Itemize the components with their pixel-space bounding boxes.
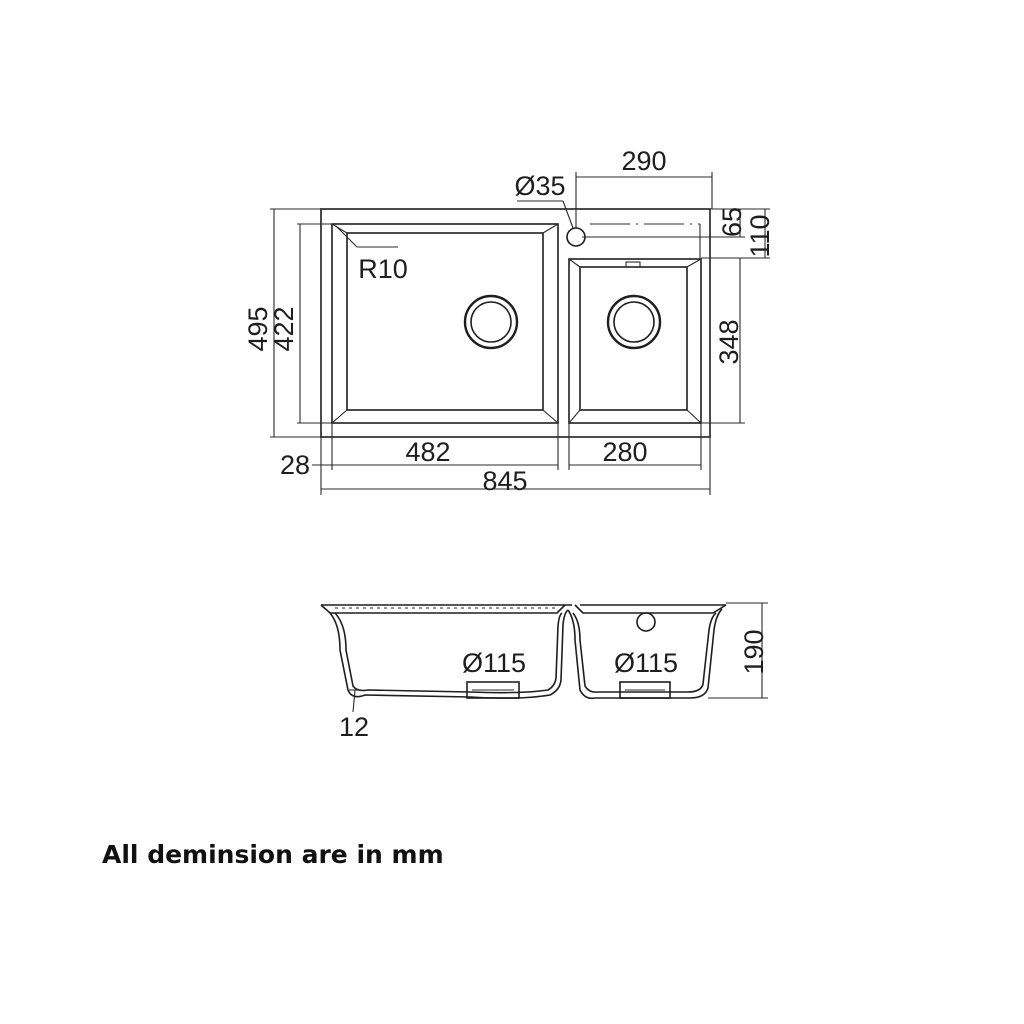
dim-overall-depth: 495	[243, 306, 273, 351]
small-bowl-drain-icon	[606, 294, 662, 350]
dim-tap-hole-offset-b: 110	[745, 214, 775, 257]
dim-small-bowl-width: 280	[602, 437, 647, 467]
small-bowl	[568, 258, 702, 424]
dim-right-section-width: 290	[621, 146, 666, 176]
large-bowl-section	[329, 609, 569, 699]
dim-height: 190	[739, 629, 769, 674]
dim-tap-hole-diameter: Ø35	[514, 171, 565, 201]
dim-large-bowl-width: 482	[405, 437, 450, 467]
dim-drain-large: Ø115	[462, 648, 526, 678]
top-view: 845 482 280 28 290 Ø35 R10 495 422 348 6…	[243, 146, 775, 496]
large-bowl	[331, 223, 559, 424]
dim-small-bowl-depth: 348	[714, 319, 744, 364]
side-view: Ø115 Ø115 12 190	[320, 602, 769, 742]
dim-overall-width: 845	[482, 466, 527, 496]
side-tap-hole-icon	[636, 612, 656, 632]
dim-wall-thickness: 12	[339, 712, 369, 742]
sink-outline	[320, 208, 711, 438]
dim-inner-depth: 422	[269, 306, 299, 351]
dim-drain-small: Ø115	[614, 648, 678, 678]
small-drain-section	[619, 681, 671, 699]
dim-tap-hole-offset-a: 65	[717, 207, 747, 237]
large-bowl-drain-icon	[463, 294, 519, 350]
units-note: All deminsion are in mm	[102, 840, 444, 869]
dim-corner-radius: R10	[358, 254, 408, 284]
dim-edge-offset: 28	[280, 450, 310, 480]
